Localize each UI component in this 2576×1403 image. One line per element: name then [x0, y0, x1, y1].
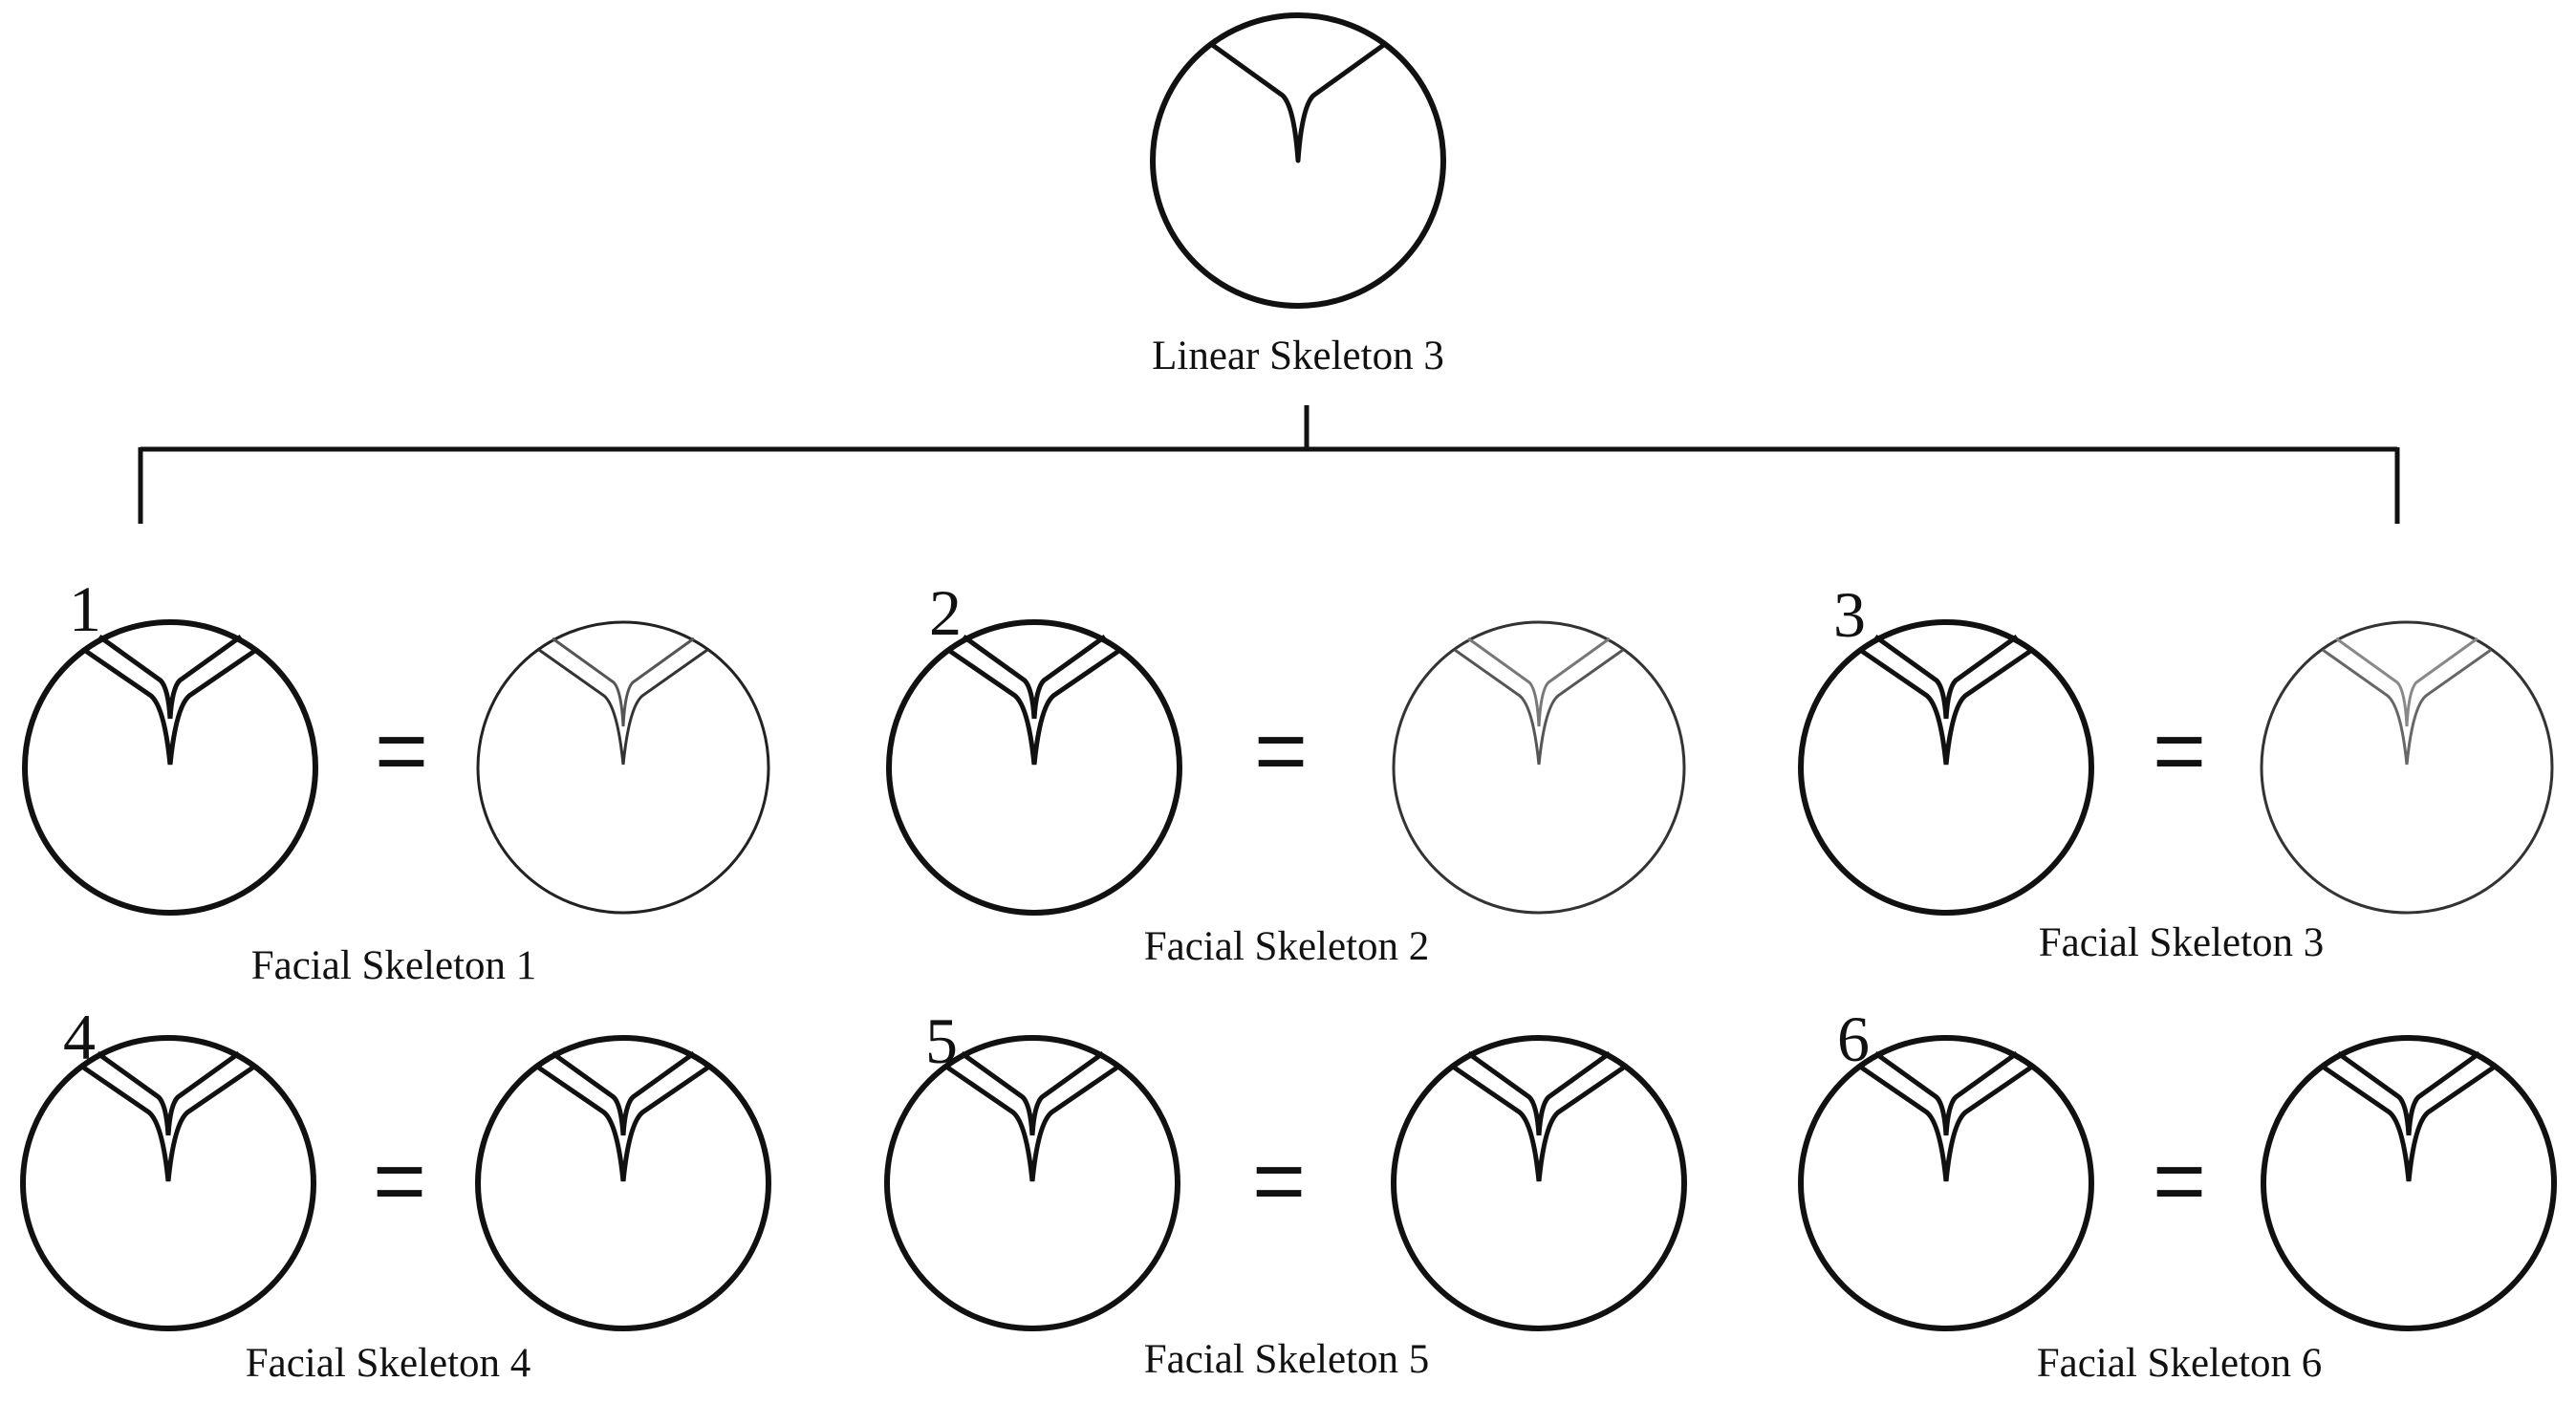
group-label: Facial Skeleton 1: [251, 943, 537, 988]
tree-bracket: [138, 405, 2400, 524]
facial-skeleton-2-left-figure: [886, 619, 1182, 916]
facial-skeleton-3-right-figure: [2260, 620, 2554, 915]
group-number: 3: [1833, 578, 1866, 651]
facial-skeleton-1-left-figure: [22, 619, 318, 916]
facial-skeleton-3-left-figure: [1798, 619, 2094, 916]
group-number: 2: [929, 576, 962, 649]
facial-skeleton-group-5: 5 = Facial Skeleton 5: [884, 1004, 1687, 1382]
equals-sign: =: [1252, 1130, 1306, 1232]
group-label: Facial Skeleton 3: [2039, 920, 2325, 965]
equals-sign: =: [2153, 700, 2206, 802]
group-label: Facial Skeleton 2: [1144, 924, 1430, 969]
equals-sign: =: [1254, 700, 1308, 802]
facial-skeleton-group-1: 1 = Facial Skeleton 1: [22, 572, 770, 988]
facial-skeleton-5-left-figure: [884, 1035, 1180, 1331]
group-label: Facial Skeleton 6: [2037, 1341, 2323, 1386]
equals-sign: =: [373, 1130, 426, 1232]
linear-skeleton-3-figure: [1150, 12, 1446, 309]
group-label: Facial Skeleton 4: [246, 1341, 531, 1386]
equals-sign: =: [2153, 1130, 2206, 1232]
facial-skeleton-group-4: 4 = Facial Skeleton 4: [20, 1001, 771, 1386]
facial-skeleton-6-right-figure: [2261, 1035, 2557, 1331]
equals-sign: =: [375, 700, 428, 802]
facial-skeleton-group-2: 2 = Facial Skeleton 2: [886, 576, 1686, 969]
group-number: 1: [69, 572, 101, 645]
facial-skeleton-group-6: 6 = Facial Skeleton 6: [1798, 1003, 2557, 1386]
facial-skeleton-4-right-figure: [475, 1035, 771, 1331]
facial-skeleton-5-right-figure: [1391, 1035, 1687, 1331]
facial-skeleton-4-left-figure: [20, 1035, 316, 1331]
facial-skeleton-1-right-figure: [476, 620, 770, 915]
root-label: Linear Skeleton 3: [1152, 334, 1444, 378]
group-label: Facial Skeleton 5: [1144, 1337, 1430, 1382]
facial-skeleton-6-left-figure: [1798, 1035, 2094, 1331]
facial-skeleton-2-right-figure: [1392, 620, 1686, 915]
facial-skeleton-group-3: 3 = Facial Skeleton 3: [1798, 578, 2554, 965]
